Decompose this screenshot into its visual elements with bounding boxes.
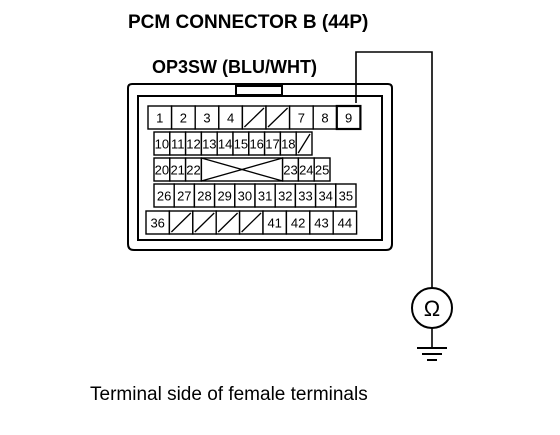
- diagram-title: PCM CONNECTOR B (44P): [128, 12, 368, 33]
- terminal: 13: [200, 131, 218, 156]
- terminal-label: 28: [197, 189, 211, 204]
- terminal-label: 36: [150, 216, 164, 231]
- terminal: 33: [294, 183, 317, 208]
- terminal-label: 20: [155, 163, 169, 178]
- terminal-label: 23: [283, 163, 297, 178]
- terminal-probe: 9: [335, 104, 362, 131]
- terminal-label: 16: [249, 137, 263, 152]
- terminal-label: 1: [156, 111, 163, 126]
- terminal: 3: [194, 105, 220, 130]
- terminal-label: 15: [234, 137, 248, 152]
- terminal-label: 33: [298, 189, 312, 204]
- terminal: 30: [234, 183, 256, 208]
- terminal-label: 44: [338, 216, 352, 231]
- probe-wire: [355, 51, 433, 348]
- terminal: 43: [309, 210, 334, 235]
- terminal-label: 24: [299, 163, 313, 178]
- terminal-label: 35: [339, 189, 353, 204]
- terminal-label: 9: [345, 111, 352, 126]
- terminal: [241, 105, 267, 130]
- terminal: 15: [232, 131, 250, 156]
- connector-housing: [127, 83, 393, 251]
- terminal: 26: [153, 183, 175, 208]
- ground-icon: [417, 347, 447, 361]
- terminal: 7: [288, 105, 314, 130]
- terminal-label: 32: [278, 189, 292, 204]
- terminal-label: 26: [157, 189, 171, 204]
- terminal-label: 13: [202, 137, 216, 152]
- terminal-label: 31: [258, 189, 272, 204]
- terminal: 42: [285, 210, 311, 235]
- terminal-label: 10: [155, 137, 169, 152]
- terminal-label: 3: [203, 111, 210, 126]
- terminal: [265, 105, 291, 130]
- terminal: [238, 210, 264, 235]
- terminal: 21: [169, 157, 187, 182]
- terminal: [295, 131, 313, 156]
- terminal: 16: [248, 131, 266, 156]
- terminal: 29: [213, 183, 236, 208]
- terminal-label: 42: [291, 216, 305, 231]
- terminal: [168, 210, 194, 235]
- ohm-symbol: Ω: [424, 296, 440, 321]
- terminal-label: 2: [180, 111, 187, 126]
- terminal: 34: [314, 183, 337, 208]
- terminal-label: 7: [298, 111, 305, 126]
- terminal-label: 43: [314, 216, 328, 231]
- void-cavity: [200, 157, 284, 182]
- terminal: 24: [297, 157, 315, 182]
- terminal: 23: [281, 157, 300, 182]
- terminal: 27: [173, 183, 196, 208]
- terminal: 12: [184, 131, 203, 156]
- terminal: 8: [312, 105, 338, 130]
- terminal-label: 22: [186, 163, 200, 178]
- terminal: 41: [262, 210, 288, 235]
- terminal-label: 21: [170, 163, 184, 178]
- terminal: 28: [193, 183, 216, 208]
- terminal: 10: [153, 131, 171, 156]
- terminal-label: 25: [315, 163, 329, 178]
- terminal: 32: [274, 183, 297, 208]
- terminal: 14: [216, 131, 234, 156]
- terminal: 17: [263, 131, 282, 156]
- terminal: 2: [170, 105, 196, 130]
- terminal-label: 41: [267, 216, 281, 231]
- terminal: 31: [254, 183, 276, 208]
- terminal: 1: [147, 105, 173, 130]
- terminal: 44: [332, 210, 358, 235]
- terminal-label: 11: [171, 137, 185, 152]
- terminal: 11: [169, 131, 187, 156]
- terminal: [215, 210, 241, 235]
- terminal: 25: [313, 157, 331, 182]
- terminal: 36: [145, 210, 171, 235]
- diagram-caption: Terminal side of female terminals: [90, 384, 368, 405]
- terminal-label: 34: [318, 189, 332, 204]
- terminal-label: 30: [238, 189, 252, 204]
- terminal: 35: [335, 183, 357, 208]
- terminal-label: 14: [218, 137, 232, 152]
- terminal-label: 18: [281, 137, 295, 152]
- terminal-label: 27: [177, 189, 191, 204]
- terminal: 20: [153, 157, 171, 182]
- terminal-label: 29: [217, 189, 231, 204]
- terminal: 18: [279, 131, 297, 156]
- terminal: [192, 210, 217, 235]
- wire-label: OP3SW (BLU/WHT): [152, 57, 317, 77]
- terminal-label: 12: [186, 137, 200, 152]
- terminal-label: 8: [321, 111, 328, 126]
- ohmmeter-icon: Ω: [411, 287, 453, 329]
- terminal-label: 17: [265, 137, 279, 152]
- terminal: 4: [218, 105, 244, 130]
- terminal: 22: [184, 157, 203, 182]
- terminal-label: 4: [227, 111, 234, 126]
